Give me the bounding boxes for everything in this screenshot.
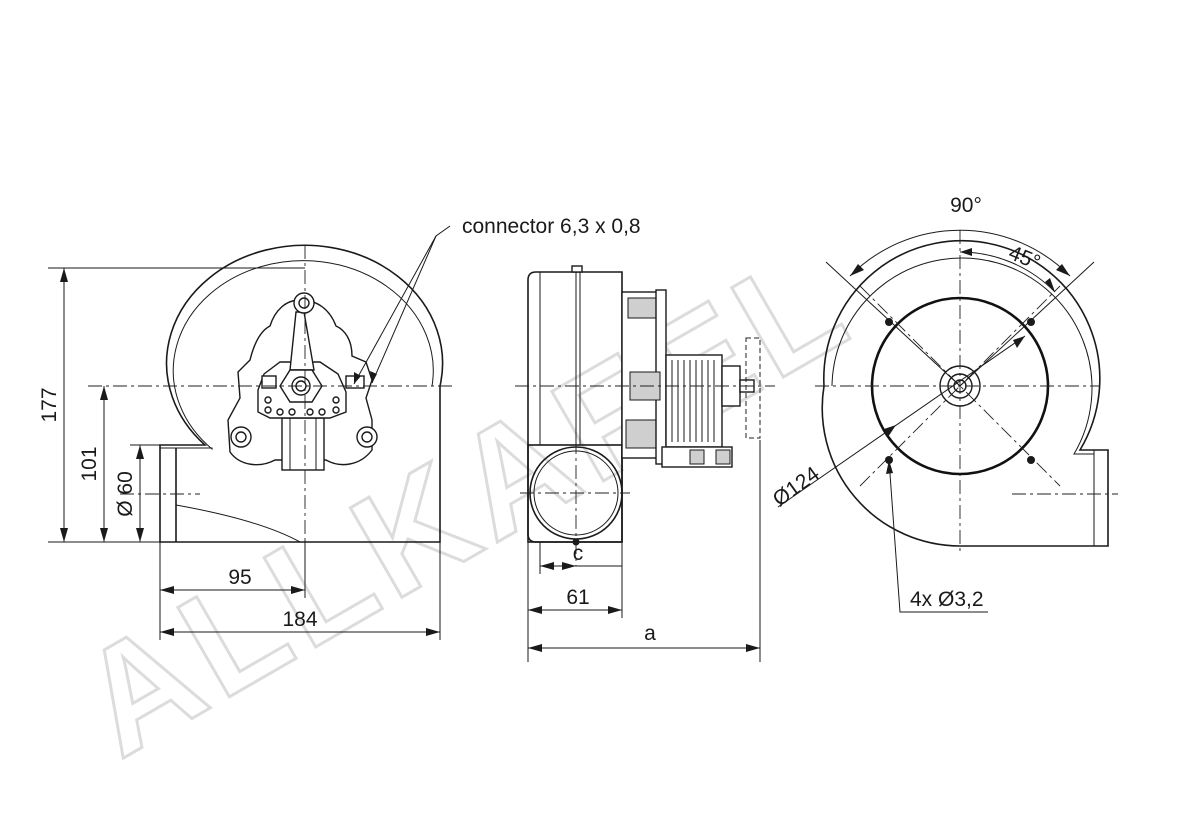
dim-a-label: a	[644, 622, 656, 645]
screw-left	[230, 426, 252, 448]
rear-diagonal-1	[859, 285, 1061, 487]
angle-45-label: 45°	[1005, 241, 1043, 274]
rear-diagonal-2	[859, 285, 1061, 487]
holes-leader	[888, 459, 988, 613]
stator-teeth	[264, 396, 340, 416]
dim-184-label: 184	[282, 608, 317, 631]
dim-d124-label: Ø124	[769, 462, 824, 511]
connector-leader	[353, 225, 451, 385]
dim-177-label: 177	[38, 387, 61, 422]
front-housing-inner	[172, 260, 434, 451]
front-housing-outline	[159, 244, 444, 543]
mounting-hole	[1027, 456, 1035, 464]
angle-90-arc	[849, 229, 1071, 277]
side-bracket	[627, 297, 659, 319]
dim-95-label: 95	[228, 566, 251, 589]
front-view: connector 6,3 x 0,8 177 101 Ø 60 95 184	[38, 215, 641, 640]
connector-leader	[371, 235, 437, 384]
rear-housing-inner	[831, 257, 1095, 542]
side-motor-coil	[671, 360, 715, 442]
screw-top	[293, 292, 315, 314]
rear-housing-outline	[821, 239, 1109, 547]
motor-core	[281, 417, 325, 471]
dim-c-label: c	[573, 542, 584, 565]
mounting-hole	[1027, 318, 1035, 326]
angle-90-label: 90°	[950, 194, 982, 217]
dim-61-label: 61	[566, 586, 589, 609]
side-view: c 61 a	[515, 265, 775, 662]
dim-d60-label: Ø 60	[114, 471, 137, 517]
mounting-hole	[885, 318, 893, 326]
dim-101-label: 101	[78, 446, 101, 481]
screw-right	[356, 426, 378, 448]
rear-view: Ø124 90° 45° 4x Ø3,2	[769, 194, 1118, 613]
front-outlet-curve	[175, 504, 301, 543]
holes-label: 4x Ø3,2	[910, 588, 984, 611]
terminal-connector	[261, 375, 277, 389]
connector-label: connector 6,3 x 0,8	[462, 215, 641, 238]
side-shaft-hidden	[745, 337, 761, 439]
